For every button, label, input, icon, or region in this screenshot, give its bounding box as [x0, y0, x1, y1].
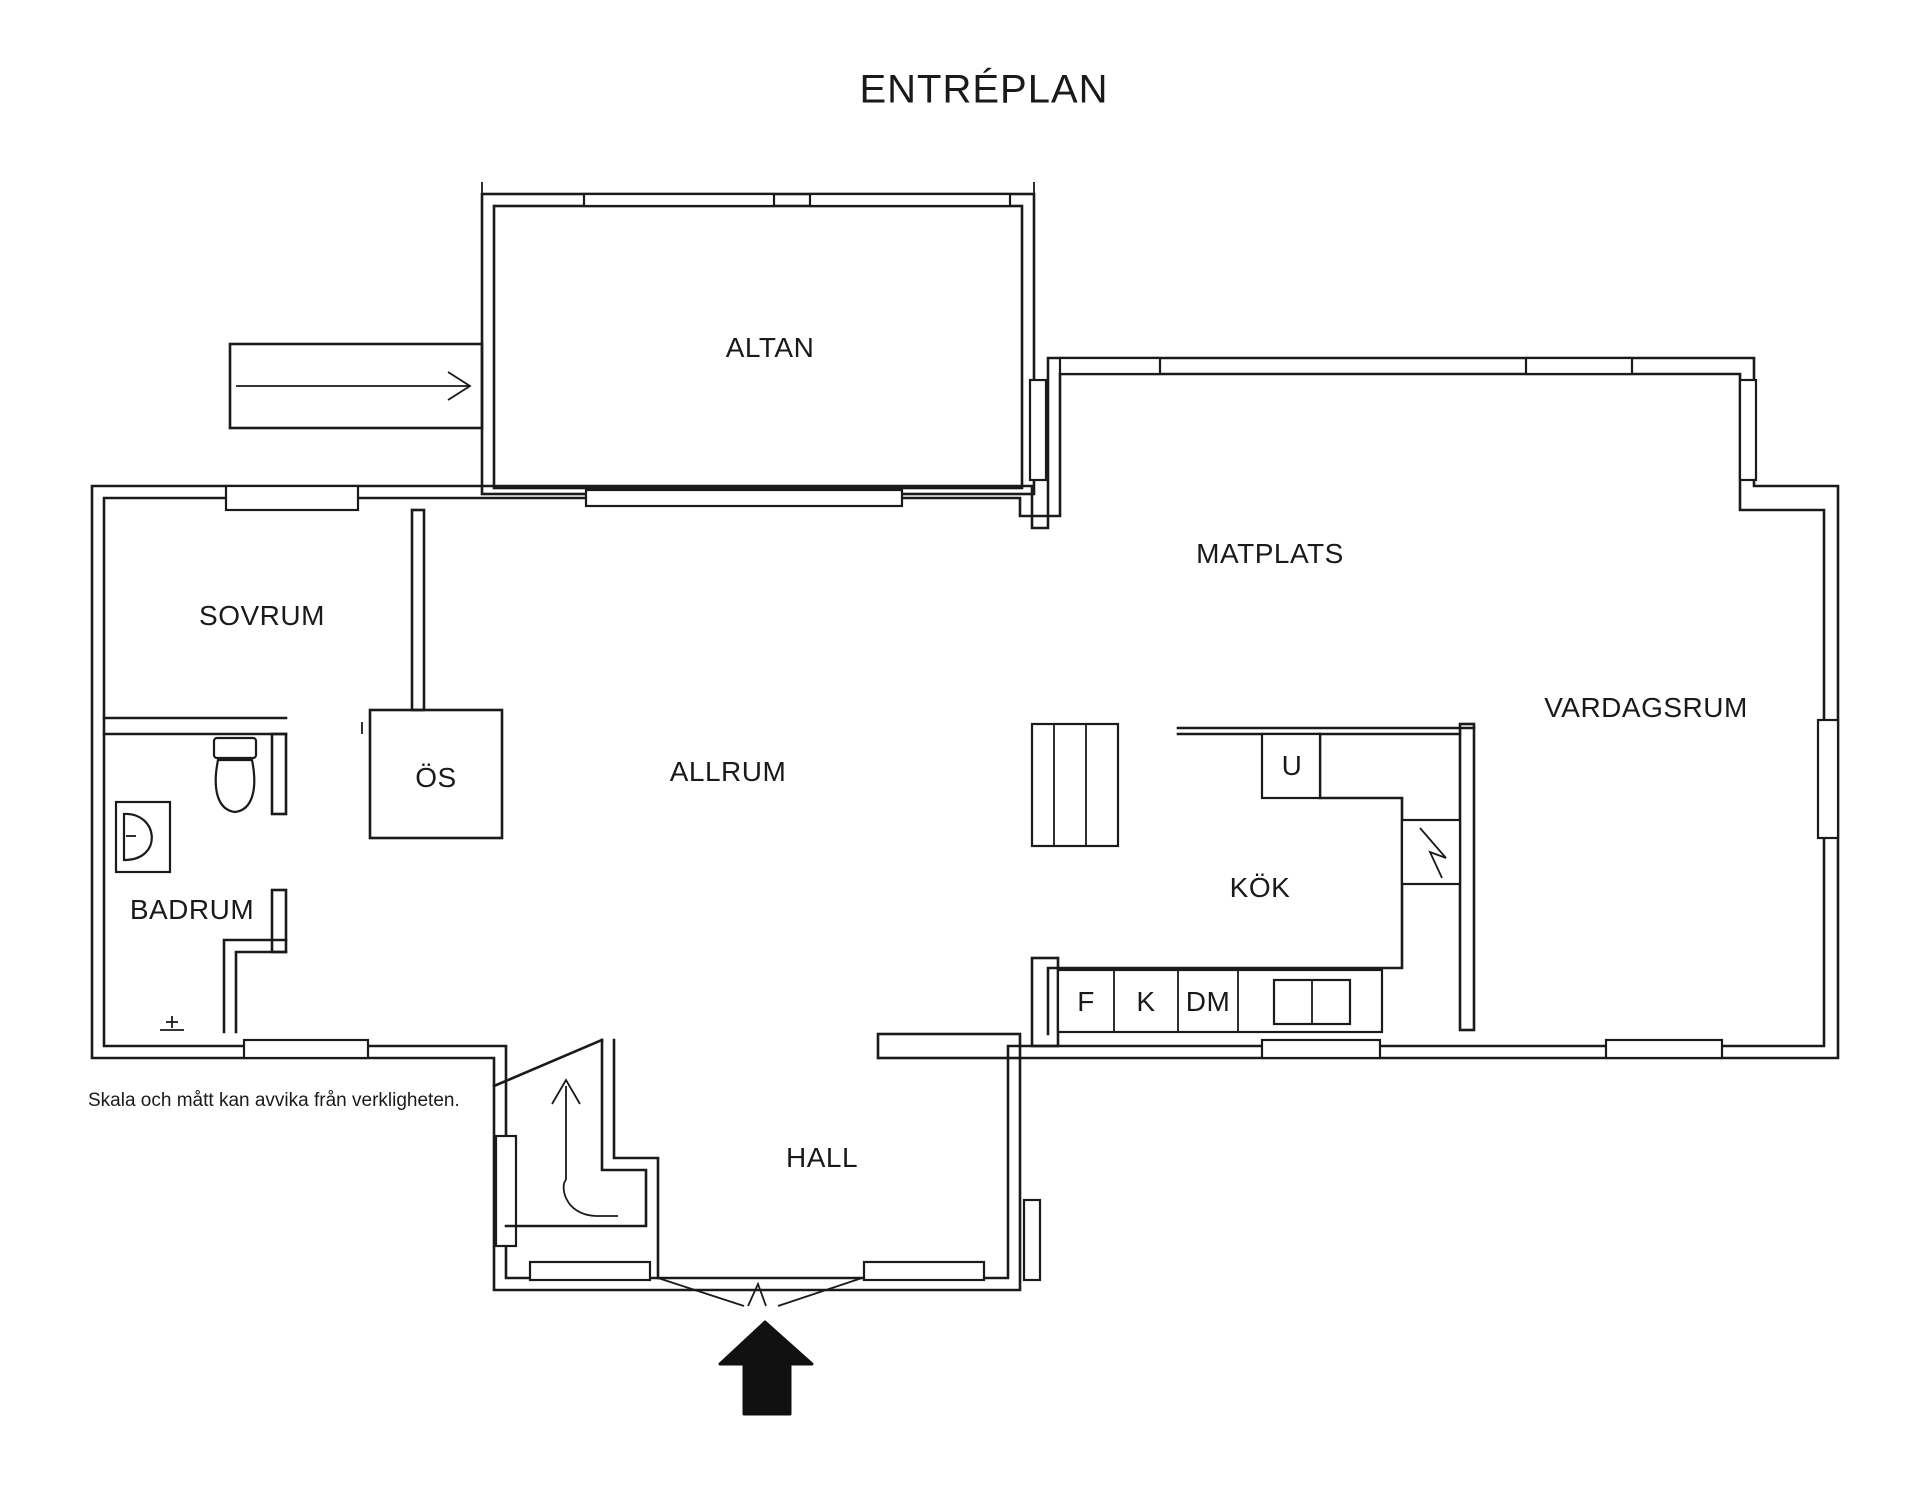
chimney-icon: [1400, 818, 1462, 886]
entrance-door: [657, 1277, 863, 1307]
appliance-label-dm: DM: [1185, 986, 1231, 1017]
room-label-os: ÖS: [415, 762, 457, 793]
outer-walls: [90, 356, 1840, 1292]
toilet-icon: [212, 736, 258, 814]
room-label-altan: ALTAN: [725, 332, 815, 363]
ramp: [228, 342, 484, 430]
room-label-kok: KÖK: [1229, 872, 1291, 903]
appliance-label-f: F: [1077, 986, 1095, 1017]
appliance-label-k: K: [1136, 986, 1156, 1017]
floor-drain-icon: [160, 1016, 184, 1031]
room-label-vardagsrum: VARDAGSRUM: [1544, 692, 1748, 723]
room-label-hall: HALL: [785, 1142, 859, 1173]
disclaimer-text: Skala och mått kan avvika från verklighe…: [88, 1090, 460, 1111]
room-label-sovrum: SOVRUM: [199, 600, 325, 631]
interior-walls: [102, 508, 1476, 1280]
room-label-matplats: MATPLATS: [1196, 538, 1344, 569]
room-label-badrum: BADRUM: [129, 894, 255, 925]
sink-icon: [114, 800, 172, 874]
ramp-arrow-icon: [236, 371, 472, 401]
windows: [224, 192, 1840, 1282]
stair-arrow-icon: [551, 1078, 618, 1217]
entrance-arrow-icon: [718, 1320, 814, 1416]
room-label-allrum: ALLRUM: [669, 756, 787, 787]
page-title: ENTRÉPLAN: [859, 67, 1109, 112]
appliance-label-u: U: [1281, 750, 1303, 781]
